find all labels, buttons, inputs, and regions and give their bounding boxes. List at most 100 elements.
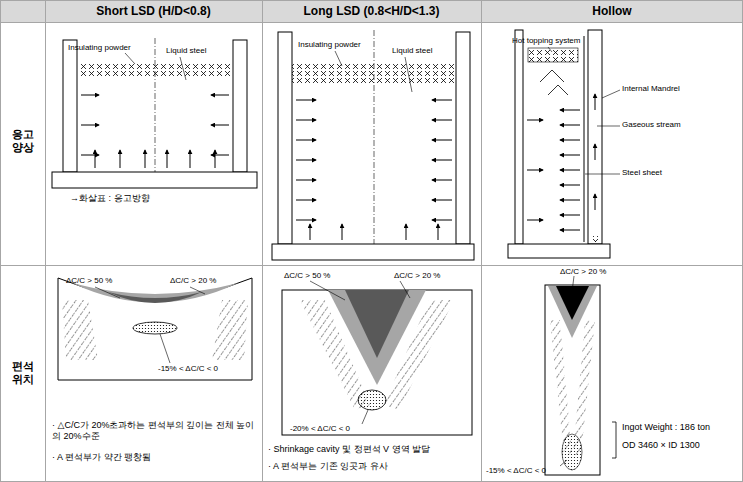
- segregation-band: [62, 300, 98, 360]
- solidification-arrow: [560, 200, 580, 201]
- leader-line: [548, 47, 552, 52]
- solidification-arrow: [296, 180, 316, 181]
- strong-segregation: [108, 292, 202, 303]
- negative-segregation: [562, 434, 582, 470]
- part-label: Hot topping system: [512, 36, 592, 46]
- base-plate: [508, 244, 610, 258]
- part-label: Insulating powder: [298, 40, 378, 50]
- row-header: 편석 위치: [6, 360, 40, 386]
- steel-sheet: [584, 36, 585, 242]
- note: · A 편석부는 기존 잉곳과 유사: [268, 461, 480, 472]
- segregation-label: ΔC/C > 20 %: [170, 276, 230, 286]
- solidification-arrow: [560, 125, 580, 126]
- leader-line: [405, 57, 412, 92]
- solidification-arrow: [527, 170, 543, 171]
- solidification-arrow: [560, 230, 580, 231]
- base-cross: [590, 236, 600, 242]
- segregation-label: ΔC/C > 20 %: [394, 271, 454, 281]
- solidification-arrow: [527, 220, 543, 221]
- segregation-label: ΔC/C > 50 %: [66, 276, 126, 286]
- mold-wall: [233, 40, 247, 172]
- solidification-arrow: [296, 220, 316, 221]
- shrinkage-cavity: [345, 290, 409, 358]
- part-label: Liquid steel: [392, 46, 452, 56]
- grid-line: [742, 0, 743, 482]
- segregation-label: -15% < ΔC/C < 0: [486, 466, 578, 476]
- solidification-arrow: [432, 120, 452, 121]
- leader-line: [95, 287, 120, 298]
- base-plate: [52, 172, 257, 188]
- solidification-arrow: [211, 125, 229, 126]
- solidification-arrow: [81, 155, 99, 156]
- ingot-section: [58, 278, 252, 380]
- grid-line: [0, 22, 743, 23]
- solidification-arrow: [342, 224, 343, 240]
- solidification-arrow: [560, 155, 580, 156]
- hollow-mold: [508, 30, 610, 258]
- bracket: [612, 422, 616, 458]
- leader-line: [572, 276, 574, 292]
- solidification-arrow: [432, 220, 452, 221]
- note: · Shrinkage cavity 및 정편석 V 영역 발달: [268, 444, 480, 455]
- solidification-arrow: [560, 110, 580, 111]
- a-segregation: [133, 322, 177, 334]
- note: · △C/C가 20%초과하는 편석부의 깊이는 전체 높이의 20%수준: [52, 420, 258, 442]
- solidification-arrow: [215, 150, 216, 168]
- solidification-arrow: [432, 200, 452, 201]
- internal-mandrel: [588, 30, 602, 244]
- ingot-section: [282, 290, 472, 435]
- solidification-arrow: [432, 160, 452, 161]
- leader-line: [125, 53, 135, 64]
- solidification-arrow: [406, 224, 407, 240]
- leader-line: [560, 460, 567, 466]
- solidification-arrow: [120, 150, 121, 168]
- ingot-section: [545, 285, 600, 475]
- solidification-arrow: [190, 150, 191, 168]
- positive-segregation: [548, 286, 597, 338]
- mold-wall: [515, 30, 523, 244]
- leader-line: [160, 334, 170, 363]
- segregation-label: ΔC/C > 50 %: [284, 271, 344, 281]
- grid-line: [45, 0, 46, 482]
- center-line: [155, 38, 156, 172]
- column-header: Long LSD (0.8<H/D<1.3): [262, 4, 481, 18]
- solidification-arrow: [167, 150, 168, 168]
- positive-segregation: [328, 290, 426, 385]
- column-header: Hollow: [481, 4, 743, 18]
- gas-arrow: [595, 144, 596, 160]
- part-label: Gaseous stream: [622, 120, 712, 130]
- long-mold: [272, 32, 474, 260]
- segregation-label: -20% < ΔC/C < 0: [290, 424, 382, 434]
- column-header: Short LSD (H/D<0.8): [45, 4, 262, 18]
- positive-segregation: [72, 283, 238, 303]
- spec-note: Ingot Weight : 186 ton: [622, 422, 740, 433]
- solidification-arrow: [560, 140, 580, 141]
- solidification-arrow: [296, 120, 316, 121]
- part-label: Liquid steel: [166, 46, 226, 56]
- solidification-arrow: [211, 155, 229, 156]
- leader-line: [400, 281, 410, 298]
- segregation-label: -15% < ΔC/C < 0: [158, 364, 250, 374]
- hot-topping: [528, 48, 578, 62]
- leader-line: [585, 174, 620, 175]
- row-header: 응고 양상: [6, 128, 40, 154]
- short-mold: [52, 40, 257, 188]
- solidification-arrow: [81, 125, 99, 126]
- leader-line: [597, 126, 620, 127]
- header-band: [0, 0, 743, 22]
- leader-line: [310, 281, 345, 300]
- solidification-arrow: [560, 215, 580, 216]
- solidification-arrow: [527, 120, 543, 121]
- gas-arrow: [595, 194, 596, 210]
- solidification-arrow: [310, 224, 311, 240]
- flow-chevron: [548, 85, 568, 95]
- part-label: Steel sheet: [622, 168, 712, 178]
- grid-line: [262, 0, 263, 482]
- solidification-arrow: [432, 180, 452, 181]
- mold-wall: [63, 40, 77, 172]
- note: · A 편석부가 약간 팽창됨: [52, 452, 258, 463]
